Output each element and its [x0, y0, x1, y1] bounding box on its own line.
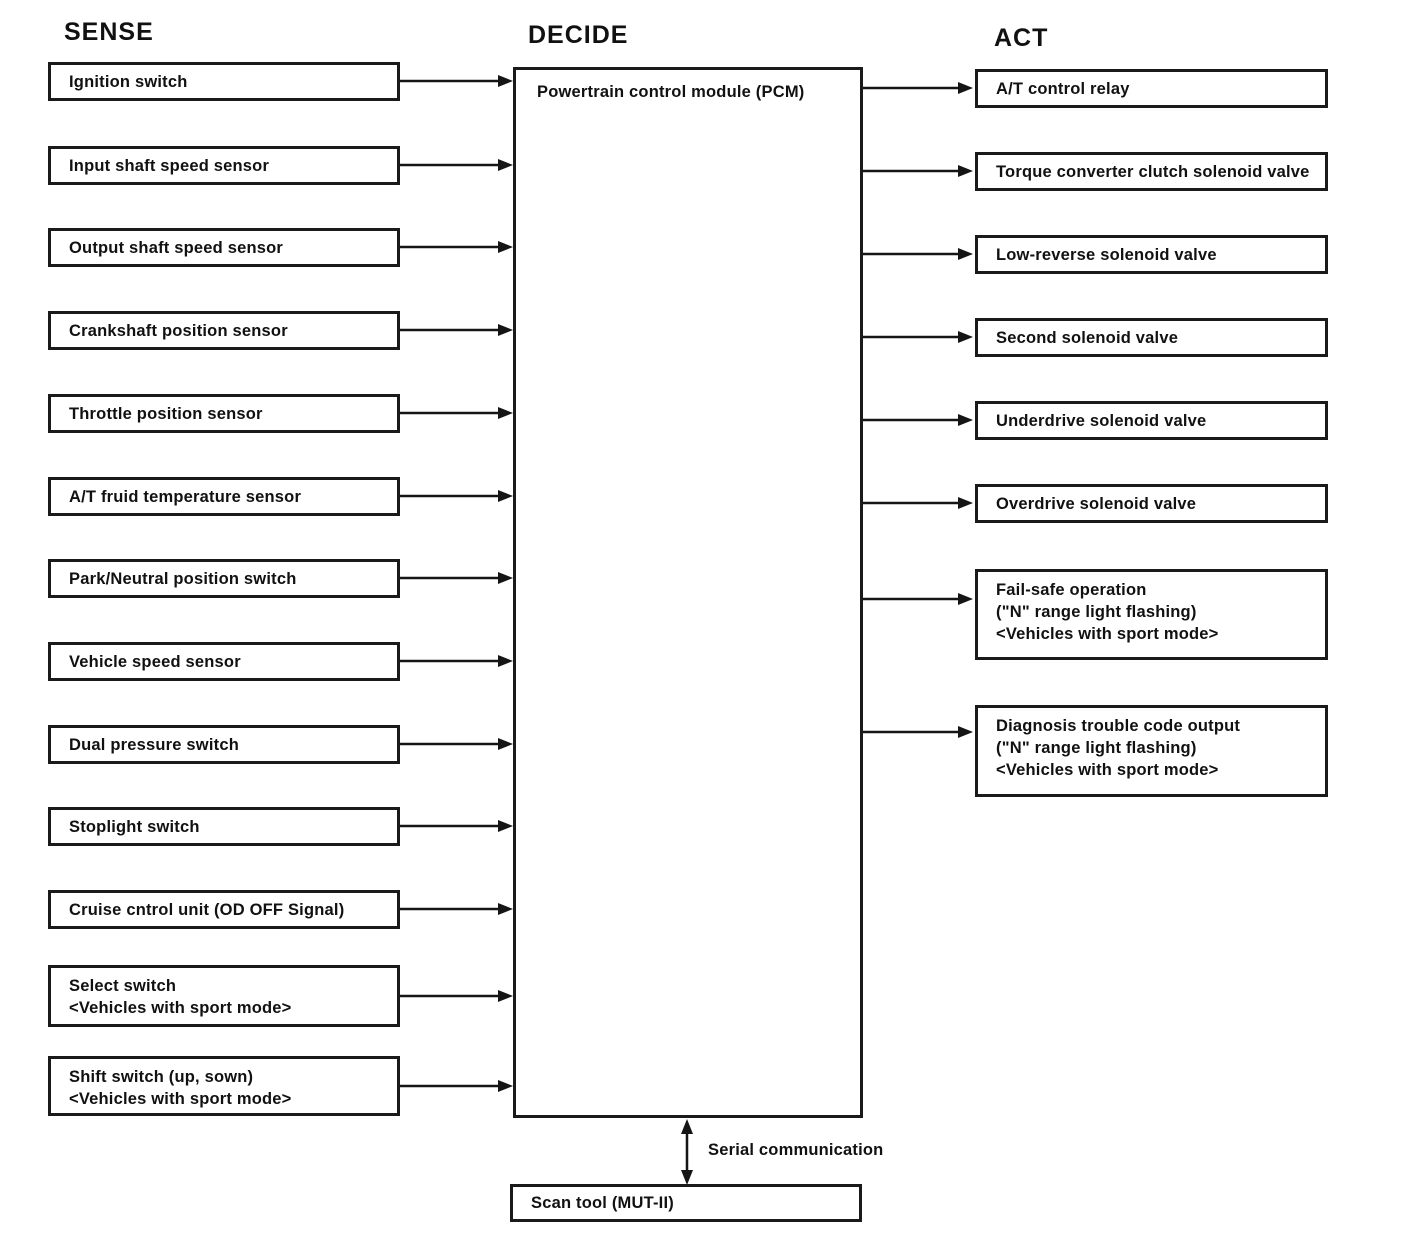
heading-act: ACT	[994, 24, 1049, 52]
sense-box-label: Select switch <Vehicles with sport mode>	[69, 977, 292, 1017]
arrow-act-1	[863, 165, 973, 177]
arrow-act-4	[863, 414, 973, 426]
arrow-act-6	[863, 593, 973, 605]
act-box-label: A/T control relay	[996, 79, 1130, 98]
sense-box-vehicle-speed-sensor: Vehicle speed sensor	[48, 642, 400, 681]
arrow-sense-3	[400, 324, 513, 336]
sense-box-label: Park/Neutral position switch	[69, 569, 297, 588]
sense-box-cruise-control-unit: Cruise cntrol unit (OD OFF Signal)	[48, 890, 400, 929]
sense-box-label: Ignition switch	[69, 72, 188, 91]
sense-box-park-neutral-position-switch: Park/Neutral position switch	[48, 559, 400, 598]
sense-box-shift-switch: Shift switch (up, sown) <Vehicles with s…	[48, 1056, 400, 1116]
act-box-label: Second solenoid valve	[996, 328, 1179, 347]
act-box-label: Diagnosis trouble code output ("N" range…	[996, 717, 1241, 779]
arrow-sense-11	[400, 990, 513, 1002]
sense-box-throttle-position-sensor: Throttle position sensor	[48, 394, 400, 433]
sense-box-label: Vehicle speed sensor	[69, 652, 241, 671]
arrow-sense-1	[400, 159, 513, 171]
sense-box-label: Throttle position sensor	[69, 404, 263, 423]
sense-box-label: Cruise cntrol unit (OD OFF Signal)	[69, 900, 345, 919]
sense-box-at-fluid-temperature-sensor: A/T fruid temperature sensor	[48, 477, 400, 516]
act-box-torque-converter-clutch-solenoid-valve: Torque converter clutch solenoid valve	[975, 152, 1328, 191]
sense-box-output-shaft-speed-sensor: Output shaft speed sensor	[48, 228, 400, 267]
sense-box-label: Shift switch (up, sown) <Vehicles with s…	[69, 1068, 292, 1108]
pcm-box: Powertrain control module (PCM)	[513, 67, 863, 1118]
act-box-at-control-relay: A/T control relay	[975, 69, 1328, 108]
sense-box-dual-pressure-switch: Dual pressure switch	[48, 725, 400, 764]
scan-tool-box: Scan tool (MUT-II)	[510, 1184, 862, 1222]
arrow-act-7	[863, 726, 973, 738]
arrow-sense-9	[400, 820, 513, 832]
sense-box-label: Output shaft speed sensor	[69, 238, 284, 257]
arrow-sense-0	[400, 75, 513, 87]
act-box-second-solenoid-valve: Second solenoid valve	[975, 318, 1328, 357]
pcm-box-label: Powertrain control module (PCM)	[537, 83, 805, 101]
arrow-sense-2	[400, 241, 513, 253]
act-box-label: Torque converter clutch solenoid valve	[996, 162, 1310, 181]
arrow-act-5	[863, 497, 973, 509]
arrow-sense-7	[400, 655, 513, 667]
act-box-underdrive-solenoid-valve: Underdrive solenoid valve	[975, 401, 1328, 440]
act-box-label: Overdrive solenoid valve	[996, 494, 1197, 513]
sense-box-label: A/T fruid temperature sensor	[69, 487, 302, 506]
sense-box-select-switch: Select switch <Vehicles with sport mode>	[48, 965, 400, 1027]
act-box-overdrive-solenoid-valve: Overdrive solenoid valve	[975, 484, 1328, 523]
sense-box-label: Input shaft speed sensor	[69, 156, 270, 175]
scan-tool-label: Scan tool (MUT-II)	[531, 1194, 674, 1212]
sense-box-crankshaft-position-sensor: Crankshaft position sensor	[48, 311, 400, 350]
arrow-sense-10	[400, 903, 513, 915]
act-box-diagnosis-trouble-code-output: Diagnosis trouble code output ("N" range…	[975, 705, 1328, 797]
act-box-label: Low-reverse solenoid valve	[996, 245, 1217, 264]
sense-box-label: Stoplight switch	[69, 817, 200, 836]
act-box-low-reverse-solenoid-valve: Low-reverse solenoid valve	[975, 235, 1328, 274]
act-box-fail-safe-operation: Fail-safe operation ("N" range light fla…	[975, 569, 1328, 660]
heading-sense: SENSE	[64, 18, 154, 46]
sense-box-label: Crankshaft position sensor	[69, 321, 288, 340]
arrow-sense-12	[400, 1080, 513, 1092]
act-box-label: Underdrive solenoid valve	[996, 411, 1207, 430]
arrow-serial-communication	[681, 1119, 693, 1185]
arrow-act-0	[863, 82, 973, 94]
arrow-sense-5	[400, 490, 513, 502]
sense-box-stoplight-switch: Stoplight switch	[48, 807, 400, 846]
act-box-label: Fail-safe operation ("N" range light fla…	[996, 581, 1219, 643]
arrow-act-3	[863, 331, 973, 343]
sense-box-label: Dual pressure switch	[69, 735, 239, 754]
sense-box-input-shaft-speed-sensor: Input shaft speed sensor	[48, 146, 400, 185]
arrow-sense-6	[400, 572, 513, 584]
sense-box-ignition-switch: Ignition switch	[48, 62, 400, 101]
serial-communication-label: Serial communication	[708, 1141, 884, 1159]
arrow-sense-8	[400, 738, 513, 750]
arrow-act-2	[863, 248, 973, 260]
arrow-sense-4	[400, 407, 513, 419]
heading-decide: DECIDE	[528, 21, 629, 49]
